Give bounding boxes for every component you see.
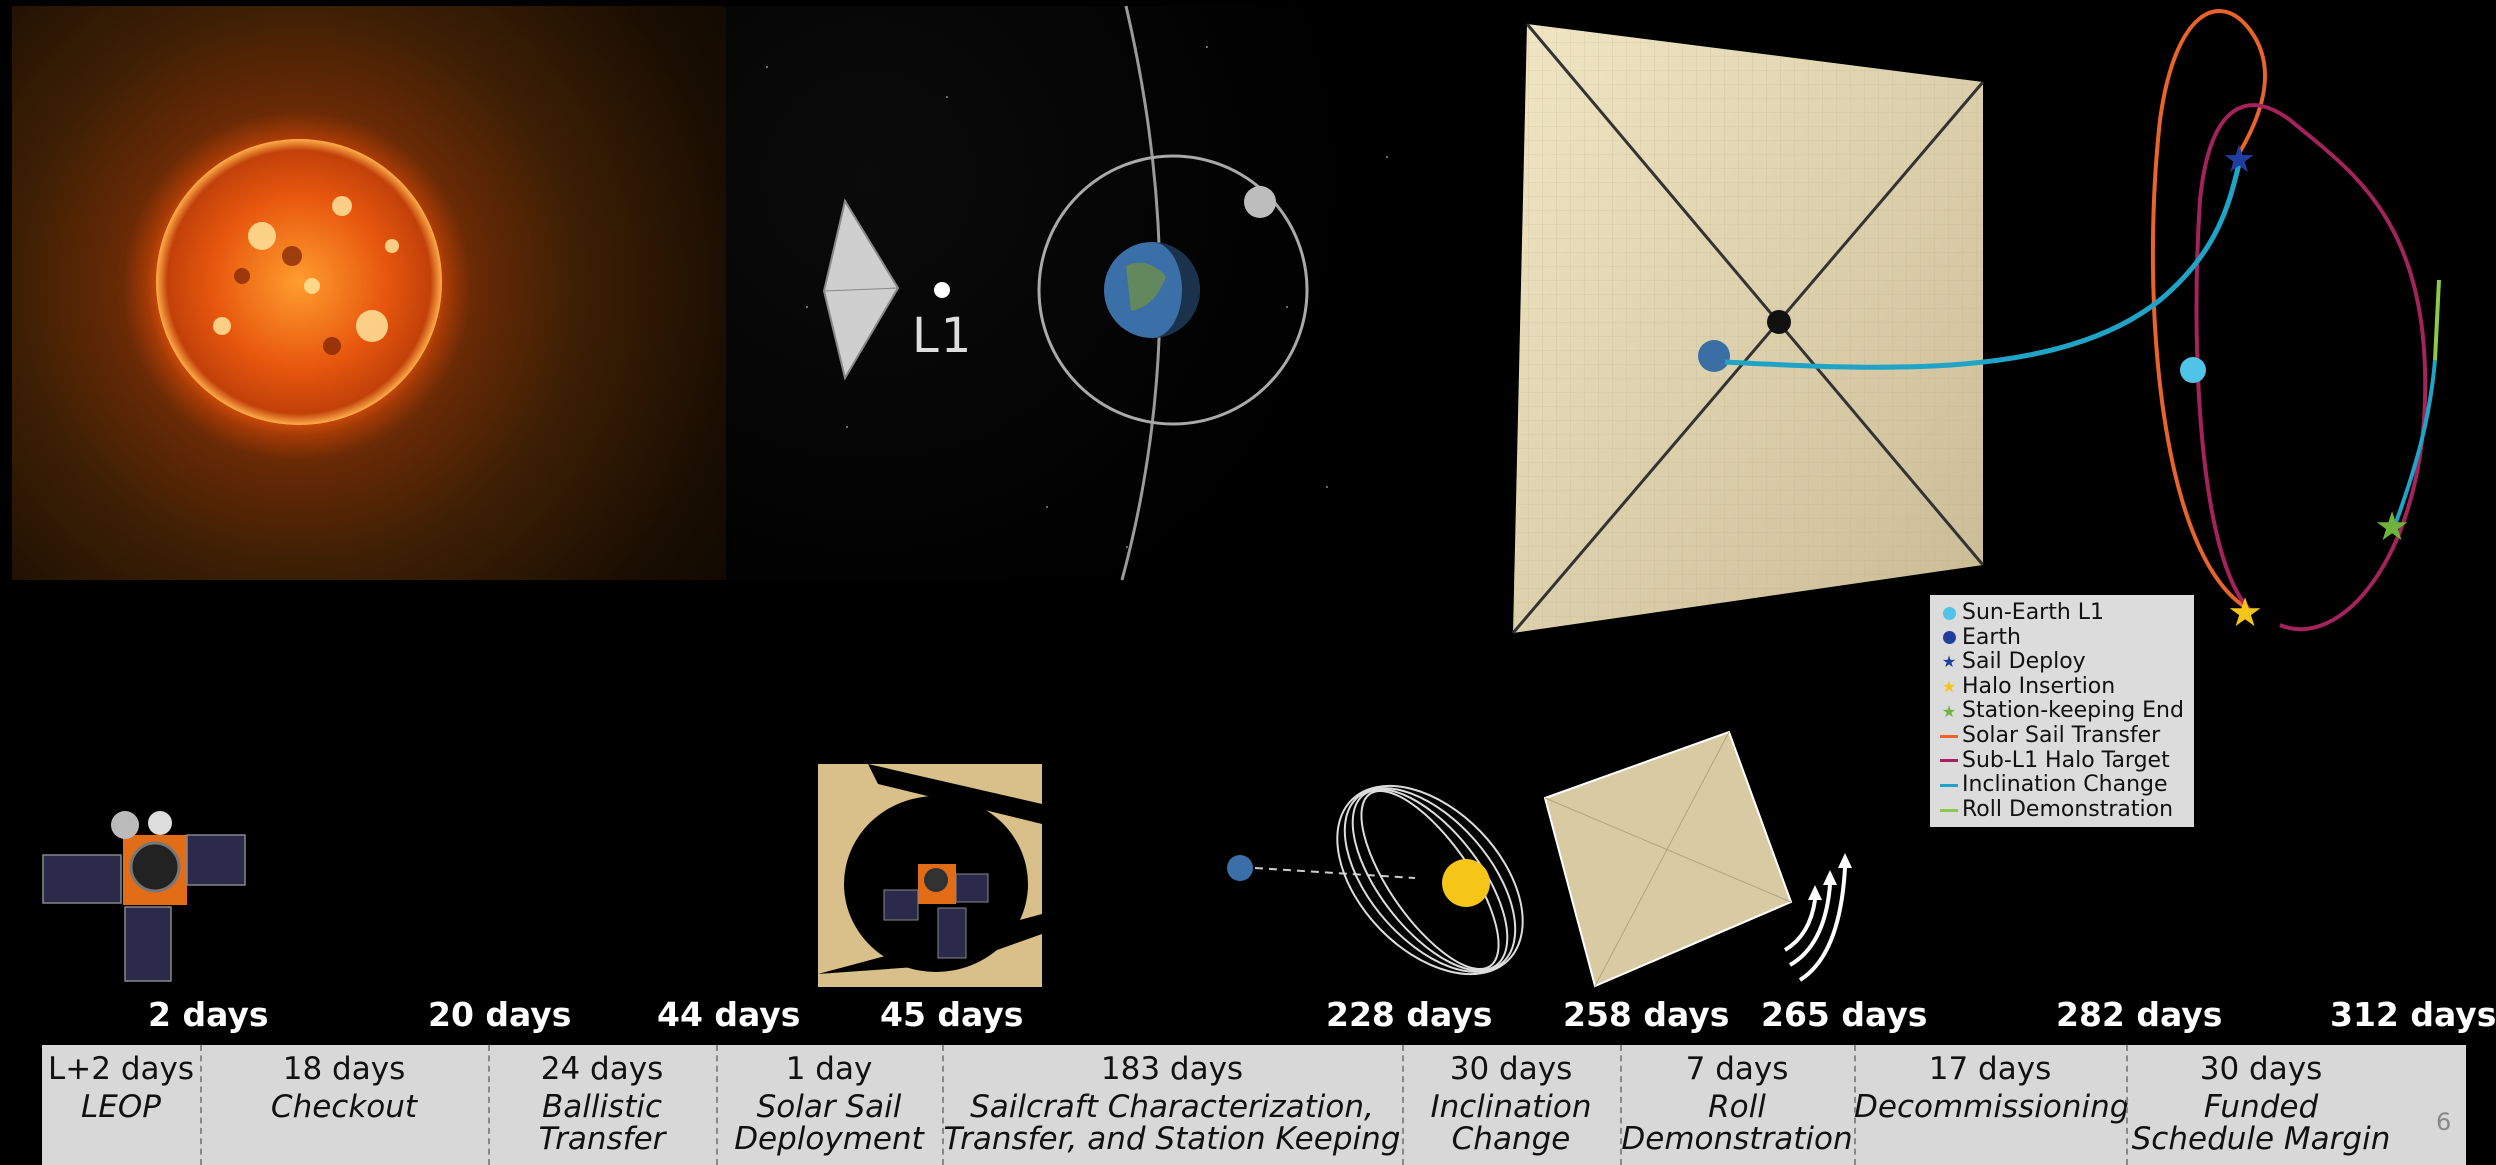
timeline-divider — [1854, 1045, 1856, 1165]
timeline-divider — [1402, 1045, 1404, 1165]
inclination-roll-illustration — [1227, 730, 1852, 988]
milestone-label: 282 days — [2056, 995, 2223, 1034]
timeline-divider — [200, 1045, 202, 1165]
l1-label: L1 — [912, 308, 974, 364]
legend-item-inclination-change: Inclination Change — [1938, 773, 2188, 798]
star-icon: ★ — [1941, 652, 1957, 672]
trajectory-legend: Sun-Earth L1 Earth ★Sail Deploy ★Halo In… — [1930, 595, 2194, 827]
legend-item-roll-demonstration: Roll Demonstration — [1938, 797, 2188, 823]
phase-duration: 24 days — [540, 1051, 664, 1087]
legend-item-sun-earth-l1: Sun-Earth L1 — [1938, 600, 2188, 626]
timeline-divider — [716, 1045, 718, 1165]
timeline-bar — [42, 1045, 2466, 1165]
milestone-label: 265 days — [1761, 995, 1928, 1034]
halo-orbit-family — [1336, 784, 1524, 976]
sail-deploy-star: ★ — [2222, 137, 2256, 181]
phase-name: Checkout — [270, 1089, 418, 1125]
phase-name: Sailcraft Characterization,Transfer, and… — [943, 1089, 1401, 1157]
inclination-change-path — [1724, 159, 2243, 370]
moon — [1244, 186, 1276, 218]
page-number: 6 — [2436, 1108, 2452, 1136]
sun-disc — [156, 139, 442, 425]
phase-duration: 1 day — [785, 1051, 873, 1087]
milestone-label: 312 days — [2330, 995, 2496, 1034]
phase-duration: L+2 days — [48, 1051, 194, 1087]
milestone-label: 228 days — [1326, 995, 1493, 1034]
orbit-schematic-panel — [726, 5, 1440, 581]
star-icon: ★ — [1941, 677, 1957, 697]
milestone-label: 258 days — [1563, 995, 1730, 1034]
l1-point — [934, 282, 950, 298]
station-keeping-end-star: ★ — [2374, 504, 2410, 550]
orbit-drawing — [822, 5, 1309, 581]
phase-leop: L+2 days LEOP — [42, 1045, 200, 1165]
legend-item-solar-sail-transfer: Solar Sail Transfer — [1938, 723, 2188, 749]
phase-duration: 183 days — [1100, 1051, 1244, 1087]
timeline-divider — [1620, 1045, 1622, 1165]
earth-icon — [1227, 855, 1253, 881]
phase-duration: 30 days — [2199, 1051, 2323, 1087]
phase-duration: 18 days — [282, 1051, 406, 1087]
timeline-divider — [488, 1045, 490, 1165]
sun-earth-l1-marker — [2180, 357, 2206, 383]
halo-insertion-star: ★ — [2227, 590, 2263, 636]
rolling-sail — [1543, 730, 1793, 988]
roll-arrows-icon — [1783, 867, 1847, 982]
phase-name: LEOP — [81, 1089, 161, 1125]
milestone-label: 2 days — [148, 995, 269, 1034]
timeline-divider — [942, 1045, 944, 1165]
legend-item-earth: Earth — [1938, 625, 2188, 651]
phase-decommissioning: 17 days Decommissioning — [1854, 1045, 2130, 1165]
milestone-label: 45 days — [880, 995, 1024, 1034]
legend-item-sail-deploy: ★Sail Deploy — [1941, 649, 2086, 675]
milestone-label: 20 days — [428, 995, 572, 1034]
sail-deployment-icon — [818, 764, 1042, 987]
timeline-divider — [2126, 1045, 2128, 1165]
phase-duration: 7 days — [1685, 1051, 1789, 1087]
phase-duration: 17 days — [1928, 1051, 2052, 1087]
legend-item-station-keeping-end: ★Station-keeping End — [1941, 698, 2184, 724]
phase-sailcraft-characterization: 183 days Sailcraft Characterization,Tran… — [942, 1045, 1402, 1165]
sun-image-panel — [12, 6, 726, 580]
phase-name: Decommissioning — [1854, 1089, 2130, 1125]
roll-demonstration-path — [2433, 279, 2441, 361]
legend-item-halo-insertion: ★Halo Insertion — [1941, 673, 2116, 699]
solar-sail-transfer-path — [2150, 9, 2267, 612]
spacecraft-stowed-icon — [42, 811, 246, 982]
milestone-label: 44 days — [657, 995, 801, 1034]
sail-trajectory-illustration: ★ ★ ★ — [1511, 9, 2441, 636]
phase-checkout: 18 days Checkout — [200, 1045, 488, 1165]
moon-orbit — [1037, 154, 1309, 426]
star-icon: ★ — [1941, 701, 1957, 721]
sun-icon — [1442, 859, 1490, 907]
phase-duration: 30 days — [1449, 1051, 1573, 1087]
legend-item-sub-l1-halo-target: Sub-L1 Halo Target — [1938, 748, 2188, 774]
sail-hub — [1767, 310, 1791, 334]
sun-illustration — [156, 139, 442, 425]
earth-marker — [1698, 340, 1730, 372]
sub-l1-halo-path — [2194, 103, 2428, 632]
